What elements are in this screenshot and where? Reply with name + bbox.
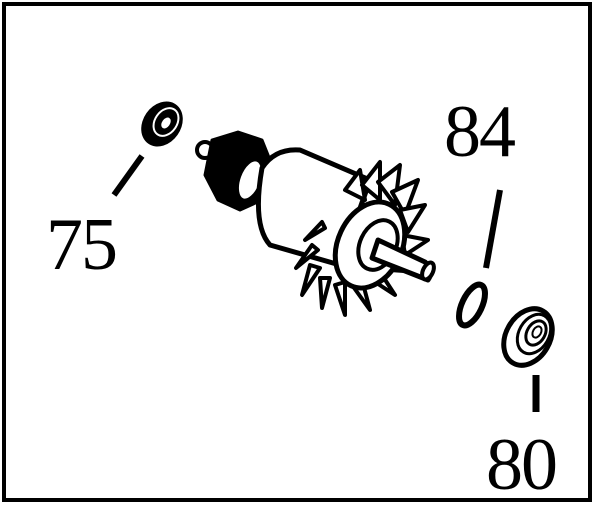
bearing-80-icon bbox=[501, 306, 555, 368]
leader-line-84 bbox=[483, 189, 503, 269]
washer-84-icon bbox=[456, 281, 488, 329]
part-label-84: 84 bbox=[444, 91, 516, 173]
armature-icon bbox=[195, 130, 436, 317]
bearing-75-icon bbox=[141, 101, 183, 147]
leader-line-75 bbox=[111, 154, 145, 197]
part-label-75: 75 bbox=[46, 204, 118, 286]
part-label-80: 80 bbox=[486, 424, 558, 506]
